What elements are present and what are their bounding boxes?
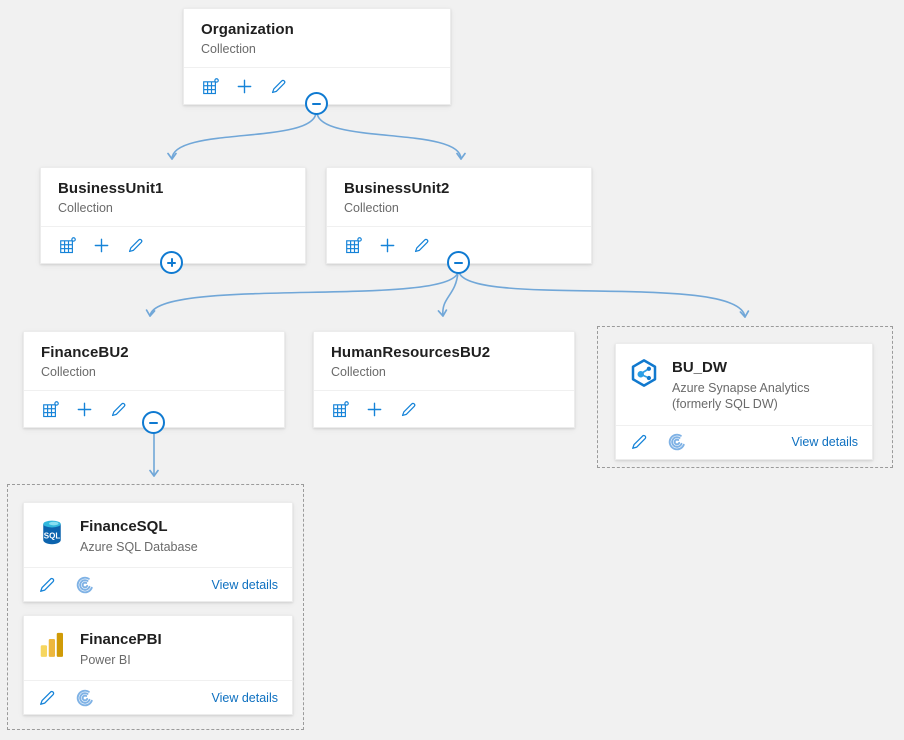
asset-card-bu-dw: BU_DW Azure Synapse Analytics (formerly … [615,343,873,460]
collection-title: FinanceBU2 [41,344,129,361]
edit-collection-icon[interactable] [127,237,144,254]
asset-card-body: FinancePBI Power BI [24,616,292,680]
view-details-link[interactable]: View details [211,690,278,705]
collection-card-header: FinanceBU2 Collection [24,332,284,390]
view-details-link[interactable]: View details [211,577,278,592]
collection-type-label: Collection [331,365,386,379]
asset-card-footer: View details [616,424,872,459]
edit-collection-icon[interactable] [110,401,127,418]
asset-card-text: BU_DW Azure Synapse Analytics (formerly … [672,358,859,413]
collection-toolbar [184,67,450,104]
collection-card-header: HumanResourcesBU2 Collection [314,332,574,390]
role-assignments-icon[interactable] [202,77,219,95]
asset-card-financesql: SQL FinanceSQL Azure SQL Database View d… [23,502,293,603]
collection-card-businessunit2: BusinessUnit2 Collection [326,167,592,264]
collection-toolbar [41,226,305,263]
edit-collection-icon[interactable] [270,78,287,95]
add-collection-icon[interactable] [366,401,383,418]
power-bi-icon [37,630,67,660]
connector-organization-businessunit2 [316,111,466,160]
collection-type-label: Collection [344,201,399,215]
asset-type-label: Power BI [80,653,131,667]
asset-title: FinanceSQL [80,518,168,535]
collection-type-label: Collection [41,365,96,379]
collapse-button-organization[interactable] [305,92,328,115]
minus-icon [312,102,321,105]
collection-toolbar [327,226,591,263]
collection-title: HumanResourcesBU2 [331,344,491,361]
collection-type-label: Collection [58,201,113,215]
asset-group-financebu2: SQL FinanceSQL Azure SQL Database View d… [7,484,304,730]
scan-icon[interactable] [76,576,94,594]
asset-card-financepbi: FinancePBI Power BI View details [23,615,293,716]
collection-toolbar [314,390,574,427]
asset-card-body: SQL FinanceSQL Azure SQL Database [24,503,292,567]
asset-card-footer: View details [24,567,292,601]
asset-card-text: FinanceSQL Azure SQL Database [80,517,198,555]
scan-icon[interactable] [76,689,94,707]
collection-type-label: Collection [201,42,256,56]
asset-card-body: BU_DW Azure Synapse Analytics (formerly … [616,344,872,425]
asset-type-label: Azure SQL Database [80,540,198,554]
azure-synapse-analytics-icon [629,358,659,388]
collection-title: BusinessUnit2 [344,180,450,197]
collection-title: Organization [201,21,294,38]
role-assignments-icon[interactable] [42,400,59,418]
edit-asset-icon[interactable] [38,576,56,594]
connector-organization-businessunit1 [167,111,317,160]
connector-businessunit2-humanresourcesbu2 [437,271,459,317]
collection-card-businessunit1: BusinessUnit1 Collection [40,167,306,264]
minus-icon [149,421,158,424]
collection-card-header: BusinessUnit1 Collection [41,168,305,226]
view-details-link[interactable]: View details [791,435,858,449]
add-collection-icon[interactable] [93,237,110,254]
connector-businessunit2-budw [458,271,750,318]
collection-card-organization: Organization Collection [183,8,451,105]
minus-icon [454,261,463,264]
connector-businessunit2-financebu2 [145,271,459,317]
edit-collection-icon[interactable] [400,401,417,418]
collection-card-humanresourcesbu2: HumanResourcesBU2 Collection [313,331,575,428]
role-assignments-icon[interactable] [345,236,362,254]
role-assignments-icon[interactable] [59,236,76,254]
azure-sql-database-icon: SQL [37,517,67,547]
edit-collection-icon[interactable] [413,237,430,254]
collapse-button-businessunit2[interactable] [447,251,470,274]
asset-group-businessunit2: BU_DW Azure Synapse Analytics (formerly … [597,326,893,468]
collection-toolbar [24,390,284,427]
asset-title: FinancePBI [80,631,162,648]
add-collection-icon[interactable] [379,237,396,254]
role-assignments-icon[interactable] [332,400,349,418]
edit-asset-icon[interactable] [38,689,56,707]
collapse-button-financebu2[interactable] [142,411,165,434]
asset-card-footer: View details [24,680,292,714]
add-collection-icon[interactable] [76,401,93,418]
asset-type-label: Azure Synapse Analytics (formerly SQL DW… [672,381,810,412]
add-collection-icon[interactable] [236,78,253,95]
expand-button-businessunit1[interactable] [160,251,183,274]
collection-card-header: BusinessUnit2 Collection [327,168,591,226]
collection-card-header: Organization Collection [184,9,450,67]
svg-text:SQL: SQL [44,532,61,541]
collection-title: BusinessUnit1 [58,180,164,197]
edit-asset-icon[interactable] [630,433,648,451]
asset-card-text: FinancePBI Power BI [80,630,162,668]
scan-icon[interactable] [668,433,686,451]
asset-title: BU_DW [672,359,727,376]
